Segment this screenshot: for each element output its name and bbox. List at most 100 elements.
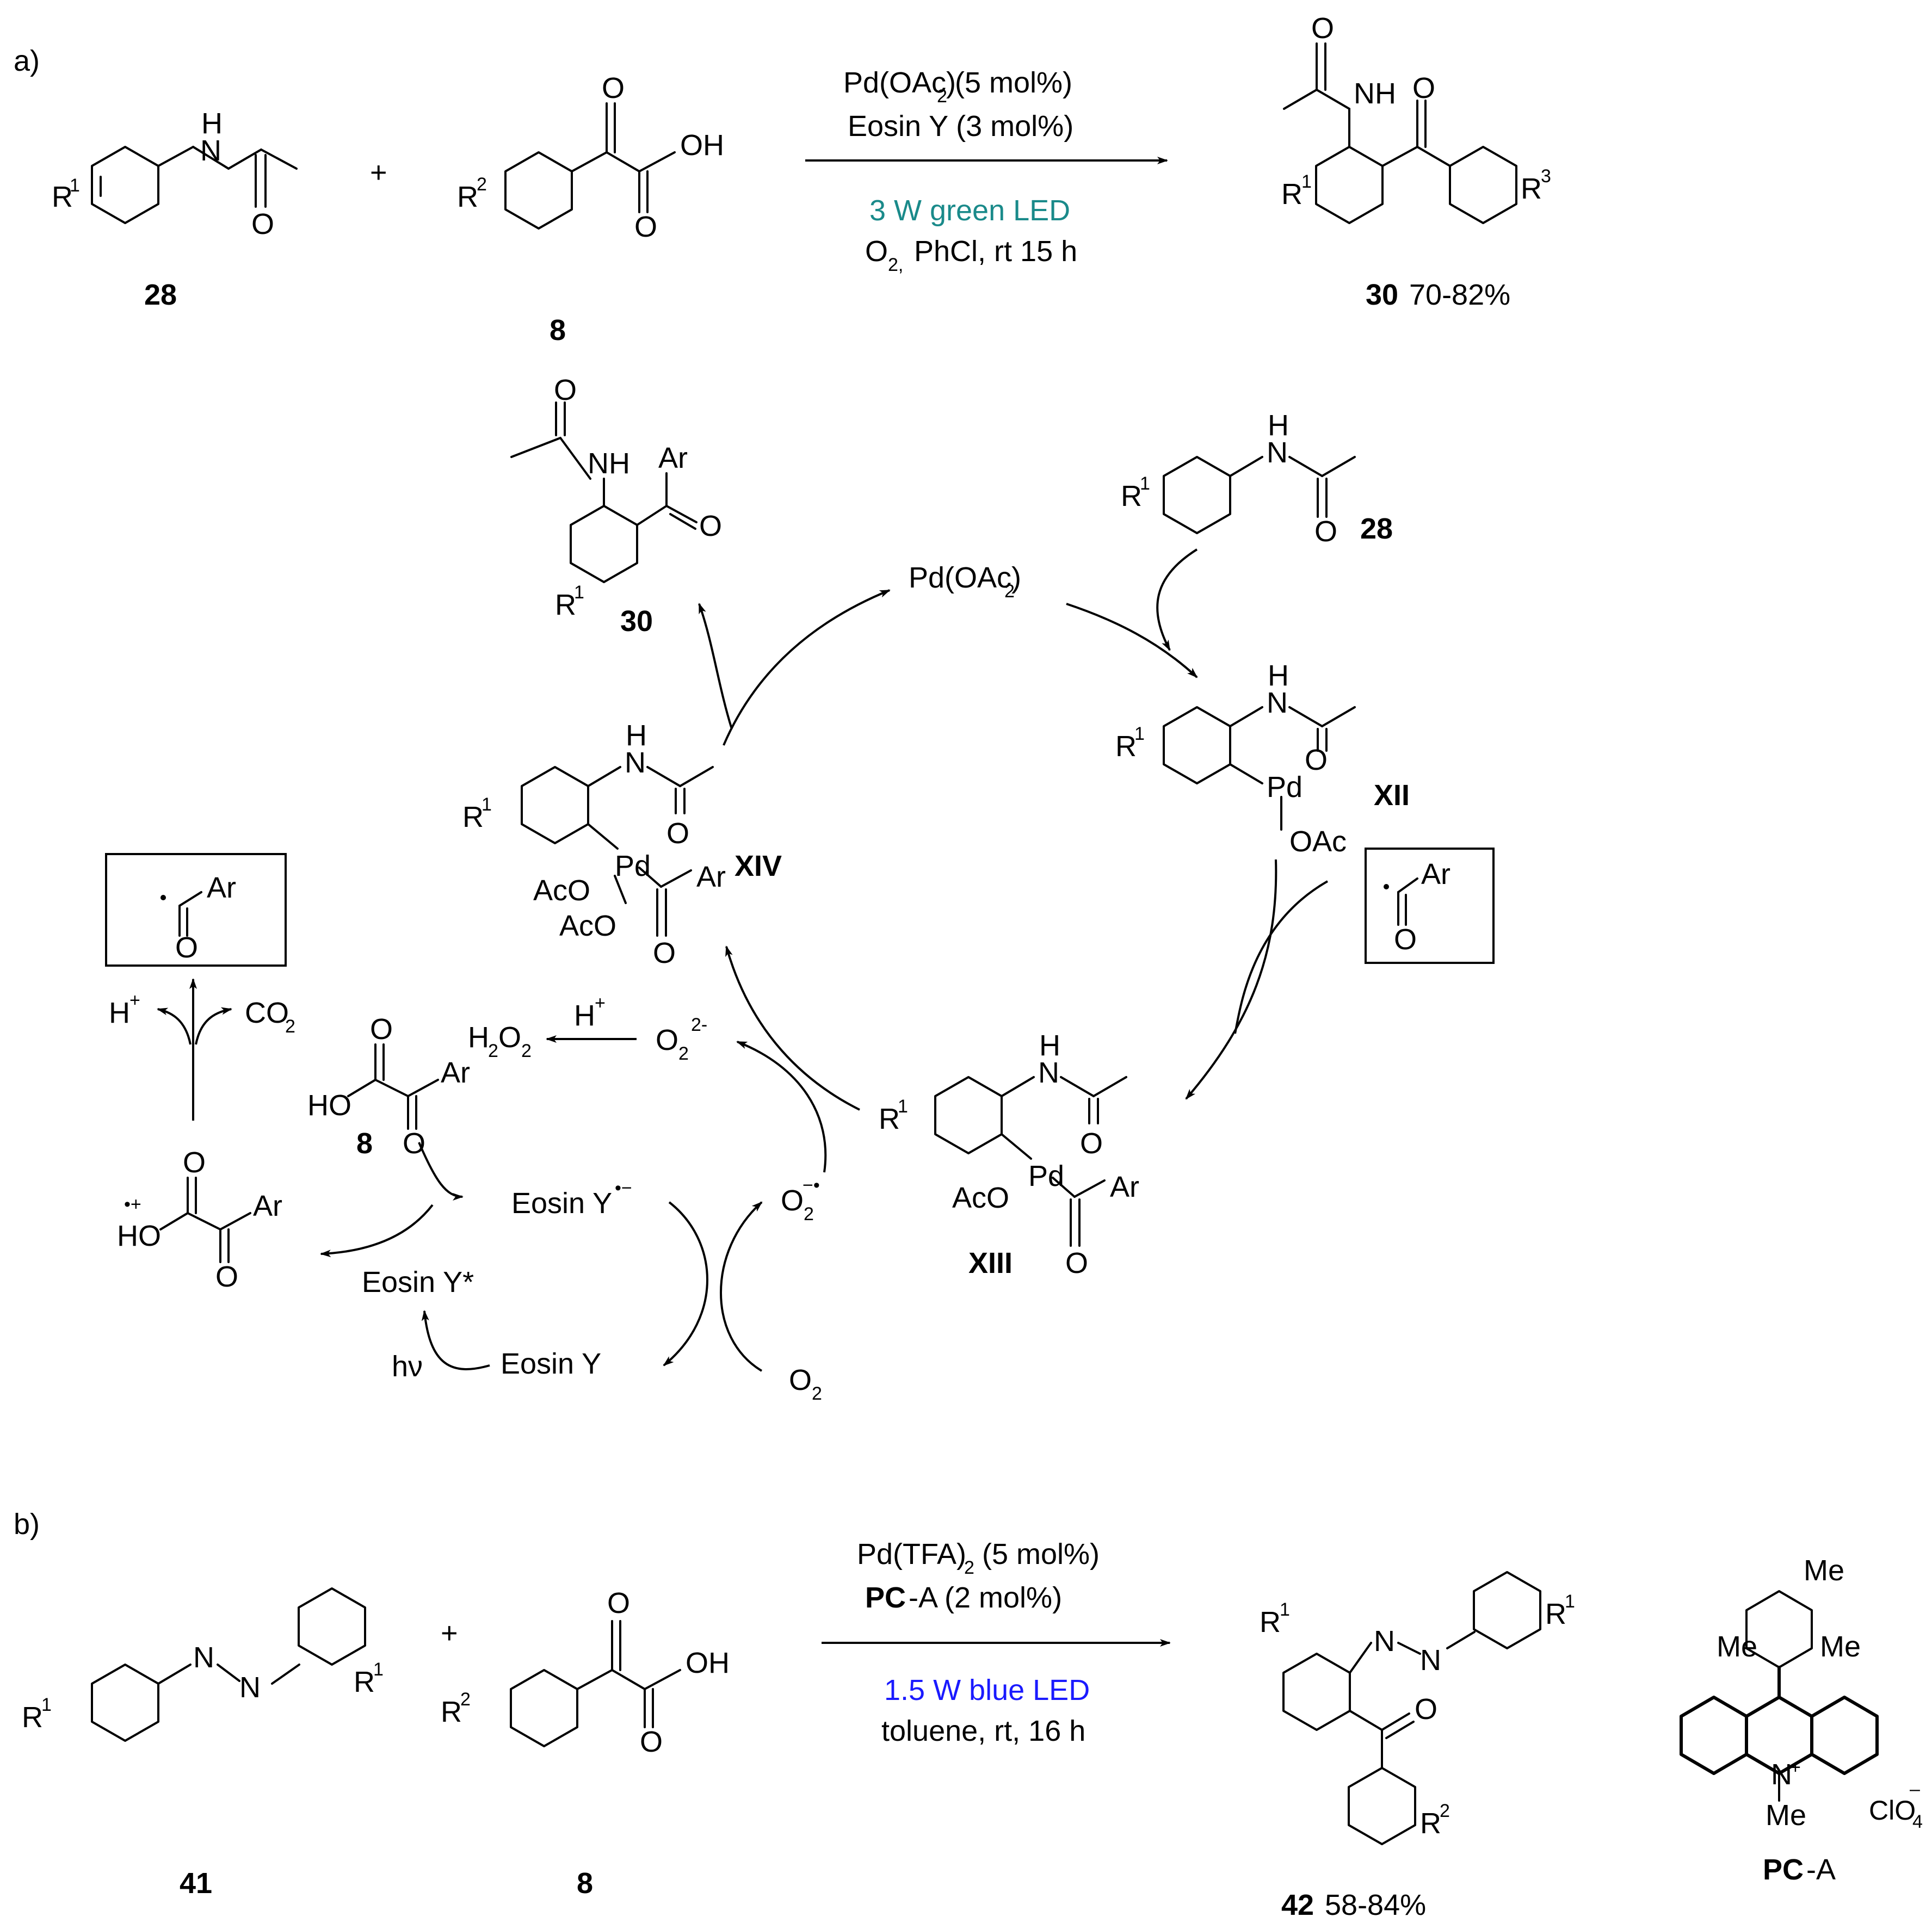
- svg-text:2: 2: [521, 1041, 532, 1061]
- svg-text:O: O: [865, 235, 888, 268]
- svg-text:2: 2: [285, 1016, 295, 1037]
- svg-text:2: 2: [477, 174, 487, 195]
- svg-text:1: 1: [898, 1096, 908, 1117]
- svg-text:Pd: Pd: [1028, 1160, 1064, 1192]
- svg-text:2: 2: [1004, 581, 1015, 602]
- svg-text:Me: Me: [1820, 1630, 1861, 1663]
- svg-text:O: O: [183, 1146, 206, 1179]
- svg-text:R: R: [22, 1701, 43, 1734]
- svg-text:N: N: [239, 1671, 261, 1704]
- svg-text:PhCl, rt 15 h: PhCl, rt 15 h: [914, 235, 1077, 268]
- svg-text:Me: Me: [1804, 1554, 1844, 1587]
- reactant-8-structure: R 2 O OH O: [457, 72, 724, 243]
- svg-text:N: N: [193, 1641, 214, 1674]
- svg-text:Me: Me: [1717, 1630, 1757, 1663]
- h2o2: H: [468, 1021, 489, 1054]
- svg-text:Pd(OAc): Pd(OAc): [843, 66, 956, 99]
- svg-text:Ar: Ar: [1421, 858, 1450, 891]
- compound-label-41: 41: [180, 1867, 212, 1900]
- svg-text:O: O: [498, 1021, 521, 1054]
- svg-text:O: O: [251, 208, 274, 240]
- svg-text:AcO: AcO: [952, 1182, 1009, 1214]
- svg-text:Eosin Y (3 mol%): Eosin Y (3 mol%): [848, 110, 1073, 143]
- svg-text:+: +: [129, 990, 140, 1011]
- svg-text:toluene, rt, 16 h: toluene, rt, 16 h: [881, 1715, 1085, 1747]
- product-30-structure: O NH O R 1 R 3: [1281, 12, 1551, 224]
- panel-b-label: b): [14, 1508, 40, 1541]
- svg-text:O: O: [1412, 72, 1435, 104]
- svg-text:2-: 2-: [691, 1015, 707, 1035]
- svg-text:O: O: [370, 1013, 393, 1046]
- svg-text:2: 2: [964, 1557, 974, 1578]
- svg-text:R: R: [1420, 1807, 1441, 1840]
- product-42-structure: R 1 N N R 1 O R 2: [1260, 1571, 1575, 1845]
- svg-text:R: R: [354, 1666, 375, 1698]
- svg-text:O: O: [1311, 12, 1334, 45]
- svg-text:R: R: [457, 181, 478, 213]
- svg-text:2: 2: [1440, 1801, 1450, 1821]
- svg-text:O: O: [699, 510, 722, 542]
- svg-text:AcO: AcO: [533, 874, 590, 907]
- svg-text:Ar: Ar: [207, 871, 236, 904]
- svg-text:1: 1: [1140, 473, 1150, 494]
- svg-text:O: O: [1415, 1693, 1437, 1726]
- svg-text:(5 mol%): (5 mol%): [955, 66, 1072, 99]
- svg-text:R: R: [1281, 178, 1303, 211]
- svg-text:R: R: [1545, 1598, 1566, 1630]
- svg-text:N: N: [200, 134, 221, 167]
- label-XIV: XIV: [734, 850, 782, 882]
- cycle-substrate-28: R 1 H N O: [1121, 409, 1356, 548]
- svg-text:1.5 W blue LED: 1.5 W blue LED: [884, 1674, 1090, 1706]
- svg-text:OH: OH: [686, 1647, 730, 1679]
- svg-text:R: R: [441, 1696, 462, 1728]
- svg-text:2: 2: [937, 86, 947, 107]
- svg-text:2: 2: [678, 1043, 689, 1064]
- svg-text:ClO: ClO: [1869, 1795, 1916, 1826]
- svg-text:Ar: Ar: [696, 861, 726, 893]
- label-XIII: XIII: [968, 1247, 1013, 1279]
- svg-text:HO: HO: [307, 1089, 351, 1122]
- svg-text:+: +: [595, 993, 606, 1013]
- h-plus-1: H: [109, 997, 130, 1029]
- svg-text:1: 1: [41, 1695, 52, 1715]
- svg-text:R: R: [1260, 1606, 1281, 1638]
- cycle-label-30: 30: [620, 605, 653, 638]
- acyl-radical-box-left: [105, 853, 287, 967]
- reactant-28-structure: R 1 H N O: [52, 107, 298, 240]
- svg-text:2: 2: [812, 1383, 822, 1404]
- label-PC-A-bold: PC: [1763, 1853, 1804, 1886]
- svg-text:O: O: [1065, 1247, 1088, 1279]
- svg-text:•+: •+: [124, 1194, 141, 1215]
- svg-text:Ar: Ar: [253, 1190, 282, 1222]
- cycle-product-30: O NH Ar O R 1: [510, 374, 722, 621]
- svg-text:Ar: Ar: [658, 442, 688, 474]
- label-XII: XII: [1374, 779, 1410, 812]
- svg-text:NH: NH: [588, 447, 630, 480]
- compound-label-30: 30: [1366, 279, 1398, 311]
- h-plus-2: H: [574, 999, 595, 1032]
- svg-text:1: 1: [482, 794, 492, 815]
- svg-text:3 W green LED: 3 W green LED: [869, 194, 1070, 227]
- eosin-ground: Eosin Y: [501, 1347, 601, 1380]
- svg-text:2: 2: [804, 1204, 814, 1225]
- svg-text:O: O: [666, 817, 689, 850]
- intermediate-XIV: R 1 H N O Pd AcO AcO Ar O: [462, 719, 726, 969]
- svg-text:R: R: [1521, 172, 1542, 205]
- svg-text:O: O: [602, 72, 625, 104]
- svg-text:3: 3: [1541, 166, 1551, 187]
- plus-sign-b: +: [441, 1617, 458, 1649]
- svg-text:Pd: Pd: [615, 850, 651, 882]
- svg-text:N: N: [1038, 1056, 1059, 1089]
- conditions-b: Pd(TFA) 2 (5 mol%) PC -A (2 mol%) 1.5 W …: [822, 1538, 1171, 1747]
- svg-text:2,: 2,: [888, 255, 903, 275]
- svg-text:PC: PC: [865, 1581, 906, 1614]
- compound-label-28: 28: [144, 279, 177, 311]
- svg-text:R: R: [879, 1103, 900, 1135]
- svg-text:N: N: [1420, 1644, 1441, 1677]
- compound-label-42: 42: [1281, 1889, 1314, 1921]
- svg-text:Ar: Ar: [441, 1056, 470, 1089]
- svg-text:•−: •−: [615, 1178, 632, 1198]
- svg-text:Me: Me: [1766, 1799, 1806, 1832]
- reactant-8b-structure: R 2 O OH O: [441, 1587, 730, 1758]
- intermediate-XII: R 1 H N O Pd OAc: [1115, 659, 1356, 858]
